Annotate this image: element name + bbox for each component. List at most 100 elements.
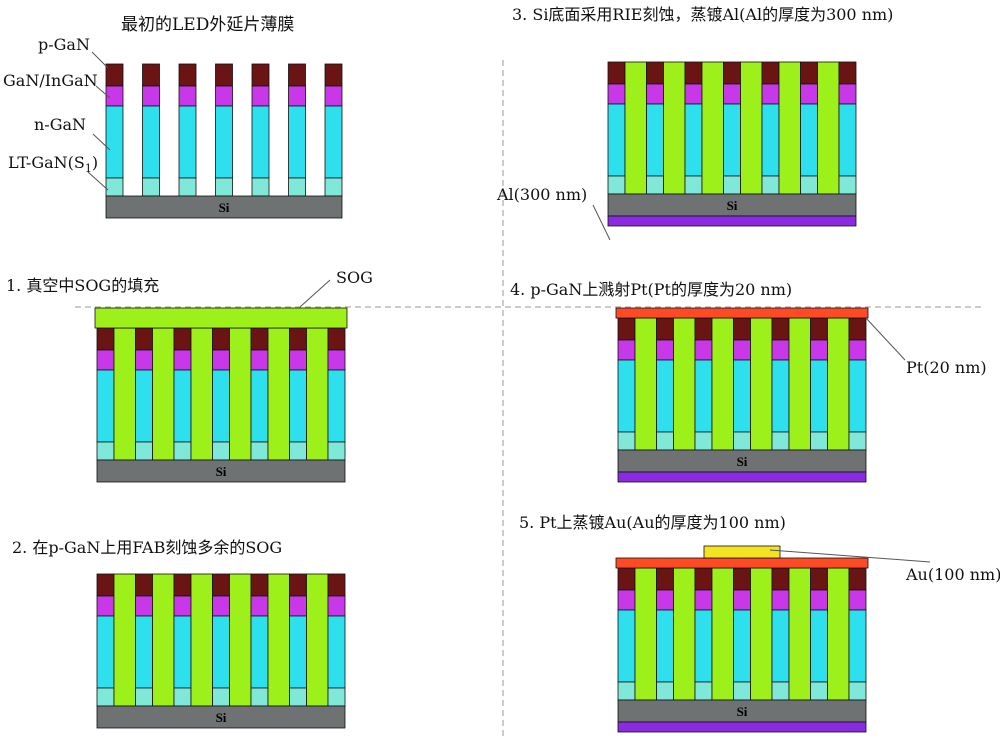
leader-gan-ingan	[95, 85, 111, 99]
leader-pt	[865, 317, 906, 361]
lt-gan-layer	[607, 175, 626, 195]
lt-gan-layer	[289, 687, 307, 707]
p-gan-layer	[617, 567, 636, 591]
n-gan-layer	[212, 369, 230, 443]
lt-gan-layer	[848, 431, 867, 451]
lt-gan-layer	[838, 175, 857, 195]
n-gan-layer	[173, 369, 192, 443]
p-gan-layer	[250, 573, 269, 597]
panel-fab-etch: Si	[96, 573, 346, 729]
p-gan-layer	[212, 327, 230, 351]
n-gan-layer	[694, 609, 713, 683]
ingan-layer	[96, 595, 115, 617]
panel-au-evaporate: Si	[615, 545, 869, 733]
p-gan-layer	[810, 317, 828, 341]
sog-fill	[152, 573, 175, 707]
step-title-5: 5. Pt上蒸镀Au(Au的厚度为100 nm)	[519, 513, 786, 532]
p-gan-layer	[173, 327, 192, 351]
ingan-layer	[810, 339, 828, 361]
sog-fill	[306, 327, 329, 461]
ingan-layer	[250, 595, 269, 617]
p-gan-layer	[105, 63, 124, 87]
ingan-layer	[771, 339, 790, 361]
p-gan-layer	[694, 567, 713, 591]
lt-gan-layer	[617, 681, 636, 701]
ingan-layer	[684, 83, 703, 105]
sog-fill	[624, 61, 647, 195]
p-gan-layer	[684, 61, 703, 85]
n-gan-layer	[289, 615, 307, 689]
lt-gan-layer	[761, 175, 780, 195]
label-lt-gan: LT-GaN(S1)	[8, 153, 98, 175]
au-pad	[703, 545, 781, 559]
leader-p-gan	[91, 51, 109, 69]
sog-fill	[788, 567, 811, 701]
ingan-layer	[135, 349, 153, 371]
si-label: Si	[737, 454, 748, 469]
p-gan-layer	[96, 573, 115, 597]
sog-fill	[634, 317, 657, 451]
ingan-layer	[723, 83, 741, 105]
lt-gan-layer	[173, 687, 192, 707]
p-gan-layer	[656, 317, 674, 341]
sog-fill	[113, 327, 136, 461]
n-gan-layer	[288, 105, 306, 179]
ingan-layer	[800, 83, 818, 105]
p-gan-layer	[250, 327, 269, 351]
ingan-layer	[327, 595, 346, 617]
n-gan-layer	[684, 103, 703, 177]
n-gan-layer	[607, 103, 626, 177]
lt-gan-layer	[251, 177, 270, 197]
ingan-layer	[327, 349, 346, 371]
sog-fill	[190, 573, 213, 707]
p-gan-layer	[733, 567, 751, 591]
ingan-layer	[173, 595, 192, 617]
lt-gan-layer	[694, 431, 713, 451]
lt-gan-layer	[617, 431, 636, 451]
p-gan-layer	[771, 317, 790, 341]
p-gan-layer	[96, 327, 115, 351]
n-gan-layer	[771, 359, 790, 433]
lt-gan-layer	[694, 681, 713, 701]
ingan-layer	[215, 85, 233, 107]
p-gan-layer	[289, 327, 307, 351]
si-label: Si	[216, 464, 227, 479]
lt-gan-layer	[848, 681, 867, 701]
lt-gan-layer	[289, 441, 307, 461]
lt-gan-layer	[96, 441, 115, 461]
step-title-1: 1. 真空中SOG的填充	[6, 276, 159, 295]
sog-fill	[229, 573, 252, 707]
al-layer	[617, 471, 867, 483]
step-title-2: 2. 在p-GaN上用FAB刻蚀多余的SOG	[12, 538, 282, 557]
n-gan-layer	[800, 103, 818, 177]
ingan-layer	[810, 589, 828, 611]
al-layer	[617, 721, 867, 733]
sog-fill	[663, 61, 686, 195]
n-gan-layer	[656, 609, 674, 683]
n-gan-layer	[250, 615, 269, 689]
p-gan-layer	[212, 573, 230, 597]
n-gan-layer	[135, 369, 153, 443]
si-substrate	[96, 459, 346, 483]
ingan-layer	[288, 85, 306, 107]
n-gan-layer	[105, 105, 124, 179]
ingan-layer	[250, 349, 269, 371]
lt-gan-layer	[771, 431, 790, 451]
sog-fill	[701, 61, 724, 195]
p-gan-layer	[800, 61, 818, 85]
n-gan-layer	[327, 369, 346, 443]
ingan-layer	[646, 83, 664, 105]
p-gan-layer	[810, 567, 828, 591]
p-gan-layer	[646, 61, 664, 85]
sog-fill	[190, 327, 213, 461]
lt-gan-layer	[215, 177, 233, 197]
callout-al: Al(300 nm)	[496, 185, 587, 204]
sog-fill	[267, 573, 290, 707]
sog-fill	[673, 317, 696, 451]
p-gan-layer	[656, 567, 674, 591]
sog-fill	[778, 61, 801, 195]
p-gan-layer	[607, 61, 626, 85]
n-gan-layer	[771, 609, 790, 683]
n-gan-layer	[212, 615, 230, 689]
label-gan-ingan: GaN/InGaN	[3, 71, 98, 90]
